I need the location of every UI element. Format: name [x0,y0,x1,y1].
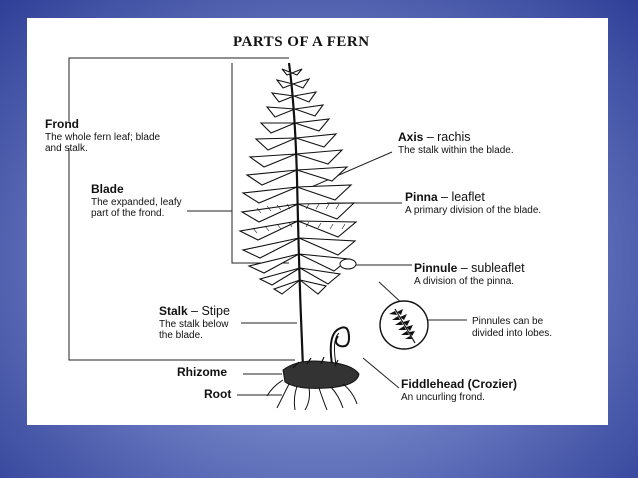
pinnule-desc: A division of the pinna. [414,275,515,287]
bracket-lines [68,57,467,396]
pinnule-label: Pinnule – subleaflet A division of the p… [414,261,574,287]
frond-bracket-top [68,57,289,121]
pinna-desc: A primary division of the blade. [405,204,542,216]
frond-bracket-bottom [68,148,295,361]
fiddlehead-term: Fiddlehead (Crozier) [401,377,518,391]
diagram-slide: Parts of a Fern Frond The whole fern lea… [27,18,608,425]
pinna-alt: – leaflet [441,190,485,204]
axis-pointer [308,151,393,189]
blade-term: Blade [91,182,124,196]
pinnule-marker [339,258,357,270]
axis-alt: – rachis [426,130,471,144]
stalk-alt: – Stipe [191,304,230,318]
root-label: Root [204,387,232,401]
axis-term: Axis [398,130,424,144]
frond-desc: The whole fern leaf; blade and stalk. [45,131,161,155]
pinnule-hatching [252,203,346,234]
pinnae-group [238,68,358,295]
stalk-term: Stalk [159,304,188,318]
pinna-term: Pinna [405,190,438,204]
pinnule-alt: – subleaflet [460,261,525,275]
diagram-title: Parts of a Fern [233,34,370,50]
blade-desc: The expanded, leafy part of the frond. [91,196,182,220]
fiddlehead-pointer [362,357,400,389]
rhizome-roots [266,356,360,411]
stalk-label: Stalk – Stipe The stalk below the blade. [159,304,269,342]
pinnule-lobes-note: Pinnules can be divided into lobes. [472,316,553,339]
fern-illustration [68,57,467,411]
fiddlehead-label: Fiddlehead (Crozier) An uncurling frond. [401,377,571,403]
rhizome-label: Rhizome [177,365,228,379]
axis-desc: The stalk within the blade. [398,144,514,156]
axis-label: Axis – rachis The stalk within the blade… [398,130,548,156]
fiddlehead-desc: An uncurling frond. [401,391,485,403]
pinnule-term: Pinnule [414,261,458,275]
magnified-pinnule [379,300,429,350]
stalk-desc: The stalk below the blade. [159,318,229,342]
blade-label: Blade The expanded, leafy part of the fr… [91,182,186,220]
frond-term: Frond [45,117,79,131]
frond-label: Frond The whole fern leaf; blade and sta… [45,117,165,155]
pinna-label: Pinna – leaflet A primary division of th… [405,190,575,216]
